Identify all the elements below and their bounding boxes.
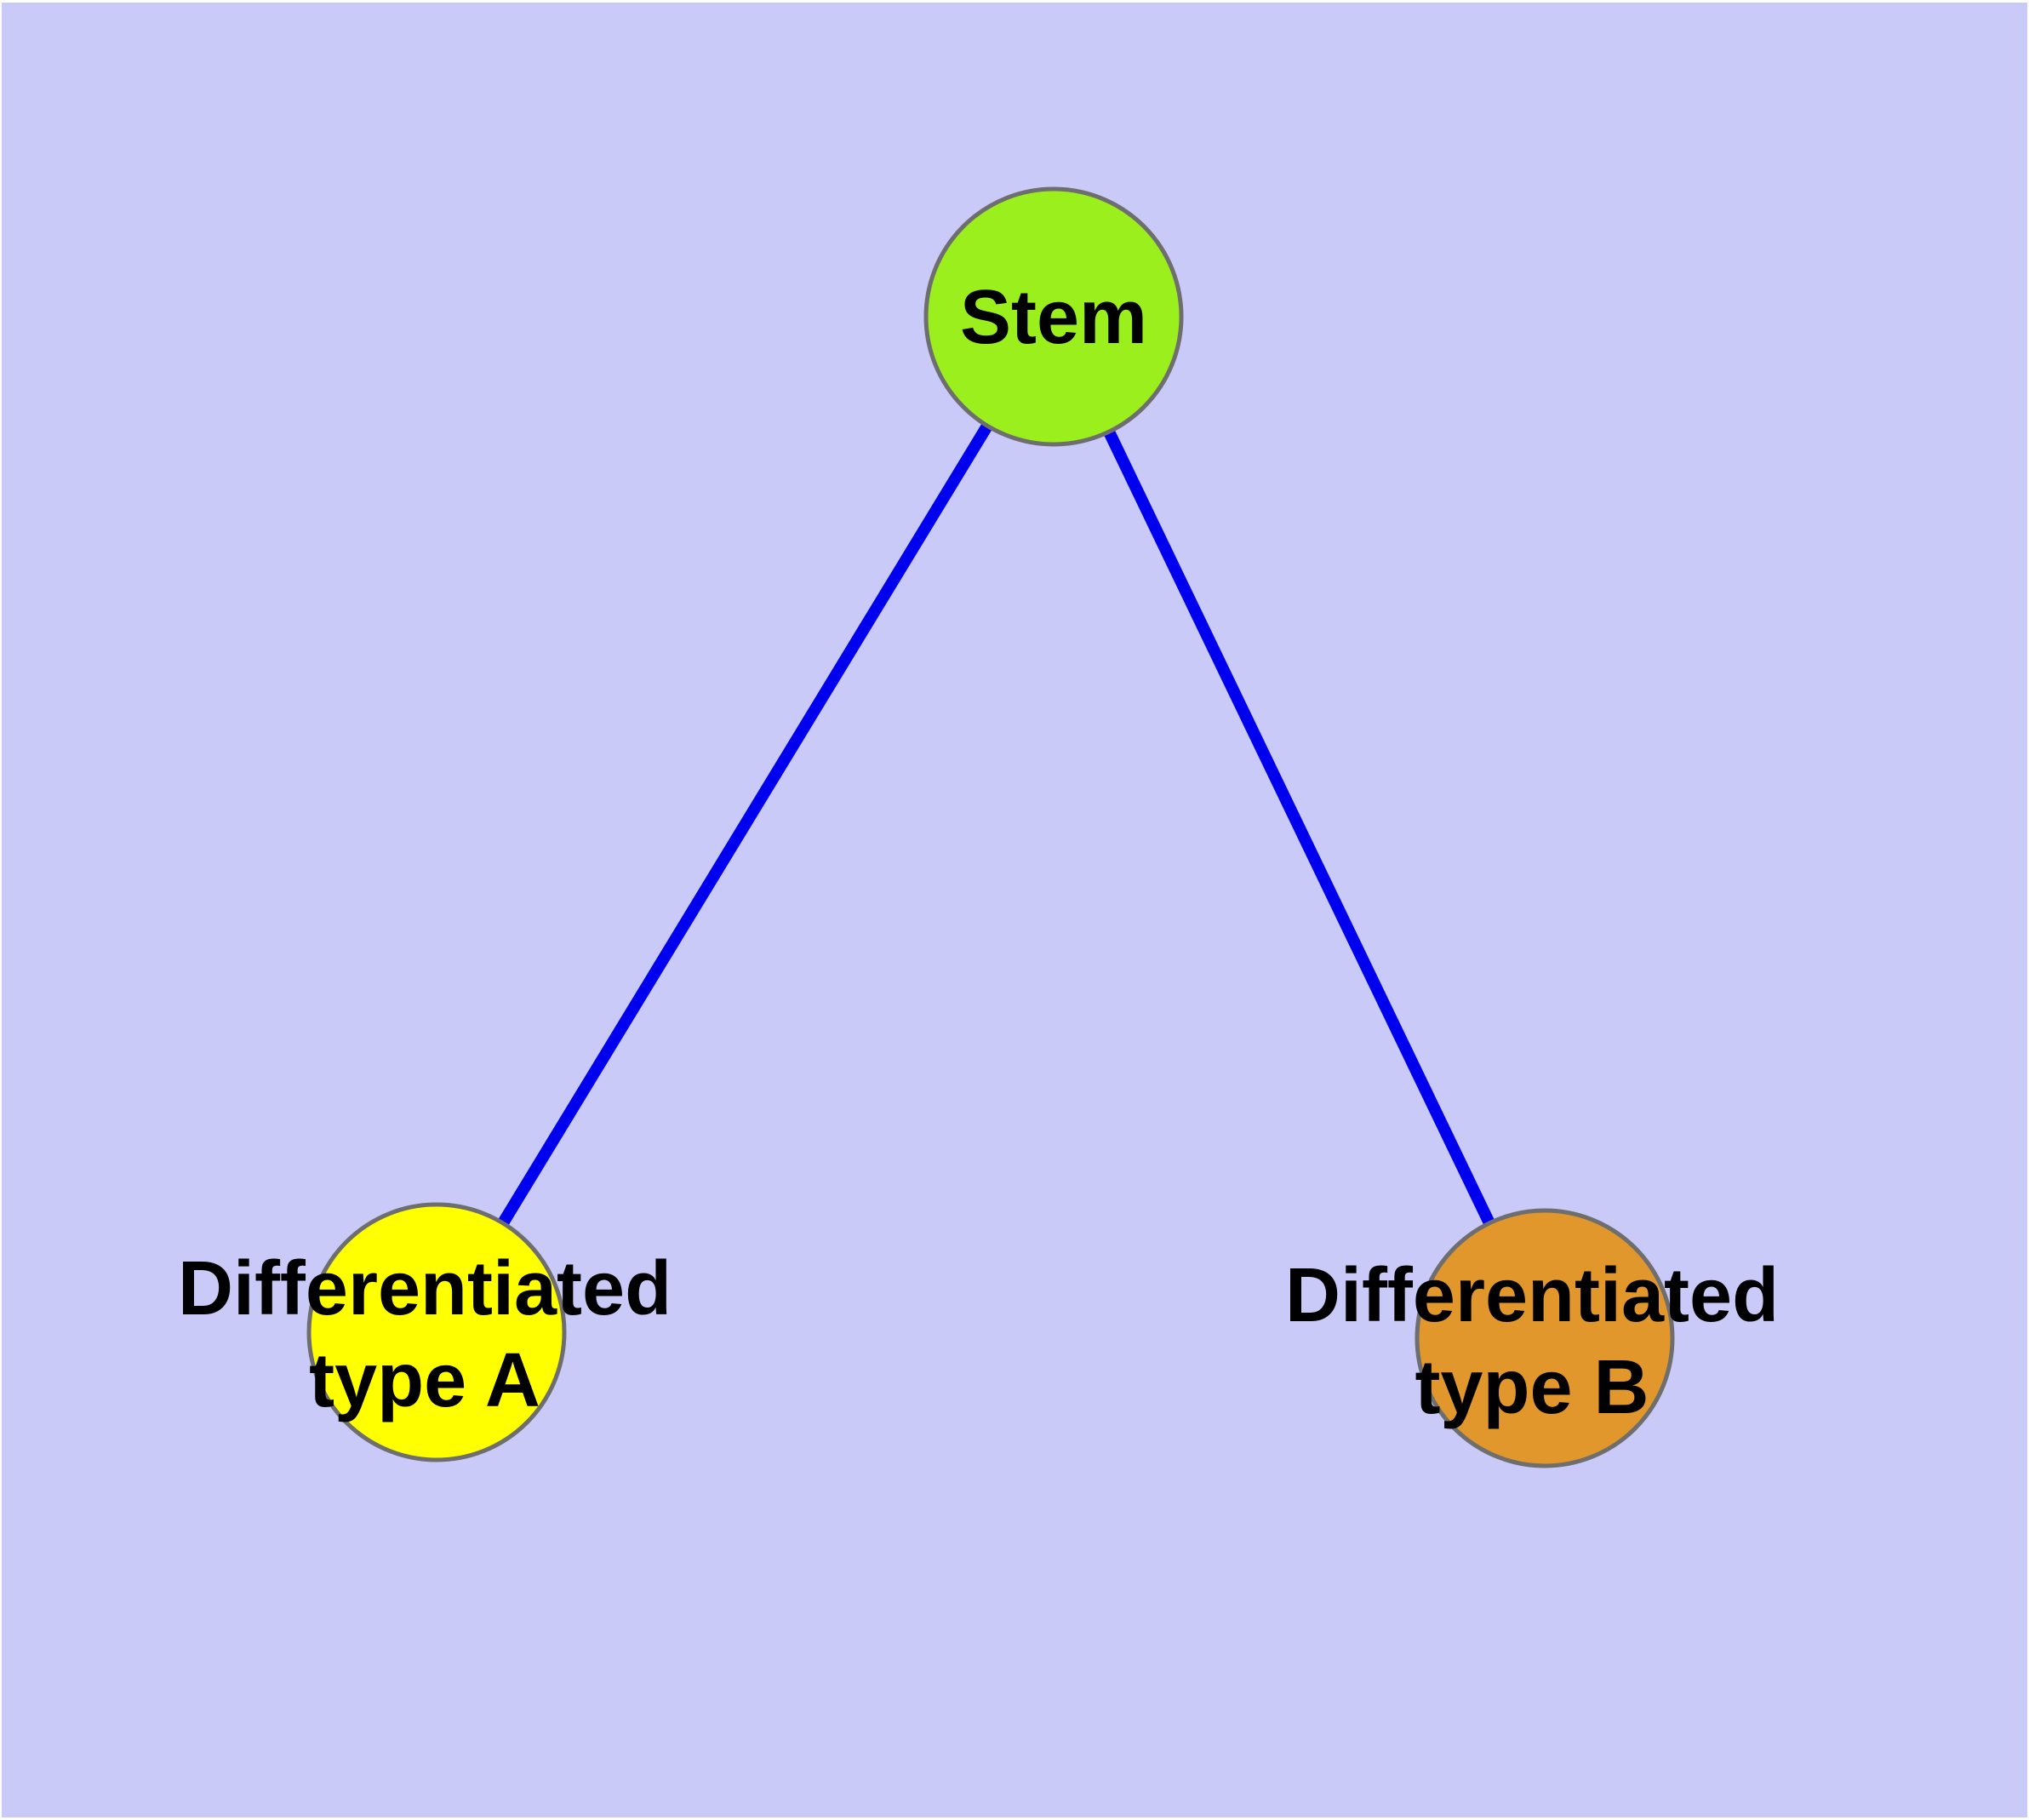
node-type-b (1415, 1208, 1675, 1468)
node-stem (923, 186, 1184, 447)
edge-stem-to-type-b (1048, 313, 1551, 1342)
node-type-a (306, 1202, 567, 1462)
edge-stem-to-type-a (432, 313, 1059, 1336)
